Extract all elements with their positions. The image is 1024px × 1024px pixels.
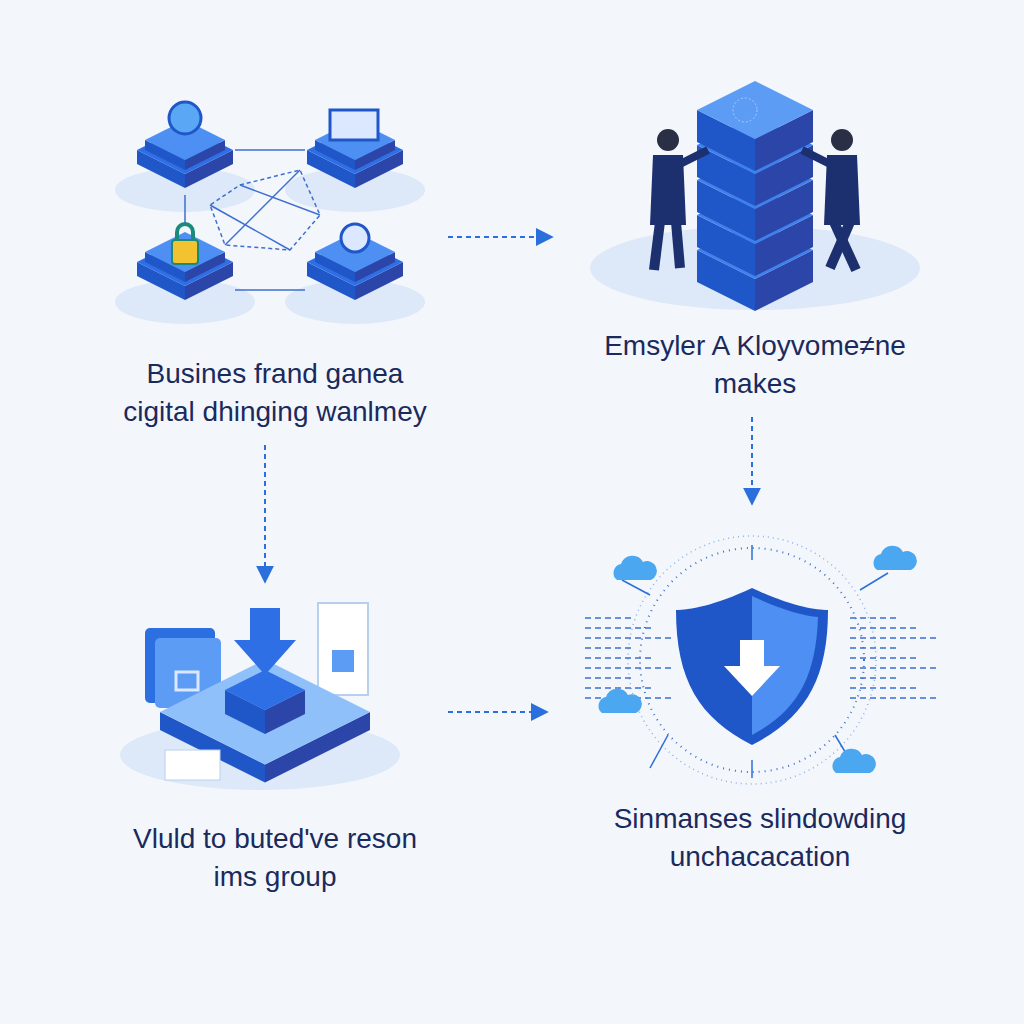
shield: [676, 588, 828, 745]
lock-icon: [172, 240, 198, 264]
shield-arrow: [724, 640, 780, 696]
data-dash: [850, 697, 936, 699]
flow-arrow: [448, 236, 552, 238]
step-caption: Vluld to buted've reson ims group: [110, 820, 440, 896]
icon: [330, 110, 378, 140]
step-panel: Emsyler A Kloyvome≠ne makes: [560, 92, 950, 409]
ray: [751, 760, 753, 778]
iso-block: [160, 660, 370, 783]
network-line: [210, 205, 290, 250]
data-dash: [850, 677, 900, 679]
cloud: [613, 556, 656, 580]
document-mark: [332, 650, 354, 672]
network-line: [235, 149, 305, 151]
iso-block: [145, 232, 225, 282]
ray: [860, 573, 888, 590]
data-dash: [850, 647, 900, 649]
person-figure: [650, 129, 708, 270]
lock-icon: [176, 672, 198, 690]
step-panel: Busines frand ganea cigital dhinging wan…: [110, 60, 440, 437]
step-caption: Busines frand ganea cigital dhinging wan…: [110, 355, 440, 431]
cloud: [832, 749, 875, 773]
data-dash: [585, 657, 653, 659]
lock-icon: [177, 224, 193, 240]
data-dash: [585, 667, 671, 669]
data-dash: [850, 627, 918, 629]
icon: [169, 102, 201, 134]
data-dash: [850, 617, 900, 619]
step-caption: Sinmanses slindowding unchacacation: [555, 800, 965, 876]
dotted-ring: [628, 536, 876, 784]
data-dash: [850, 657, 918, 659]
step-panel: Sinmanses slindowding unchacacation: [555, 512, 965, 882]
network-illustration: [115, 102, 425, 324]
flow-arrow: [751, 417, 753, 504]
server-illustration: [590, 81, 920, 311]
data-dash: [850, 687, 918, 689]
data-dash: [585, 637, 671, 639]
shield-illustration: [585, 536, 936, 784]
data-dash: [850, 637, 936, 639]
flow-arrow: [264, 445, 266, 582]
flow-arrow: [448, 711, 547, 713]
network-line: [235, 289, 305, 291]
step-caption: Emsyler A Kloyvome≠ne makes: [560, 327, 950, 403]
data-dash: [585, 647, 635, 649]
data-dash: [585, 617, 635, 619]
iso-block: [697, 81, 813, 171]
document: [318, 603, 368, 695]
down-arrow: [234, 608, 296, 675]
ray: [622, 580, 650, 595]
icon: [341, 224, 369, 252]
step-panel: Vluld to buted've reson ims group: [110, 590, 440, 902]
data-dash: [585, 627, 653, 629]
ray: [751, 545, 753, 560]
ray: [650, 735, 668, 768]
cloud: [873, 546, 916, 570]
cloud: [598, 689, 641, 713]
server-mark: [733, 98, 757, 122]
upload-illustration: [120, 603, 400, 790]
data-dash: [585, 677, 635, 679]
iso-block: [225, 670, 305, 734]
network-lines: [210, 170, 320, 250]
paper: [165, 750, 220, 780]
dotted-ring: [640, 548, 864, 772]
person-figure: [802, 129, 860, 270]
data-dash: [850, 667, 936, 669]
data-dash: [585, 687, 653, 689]
network-line: [184, 195, 186, 225]
